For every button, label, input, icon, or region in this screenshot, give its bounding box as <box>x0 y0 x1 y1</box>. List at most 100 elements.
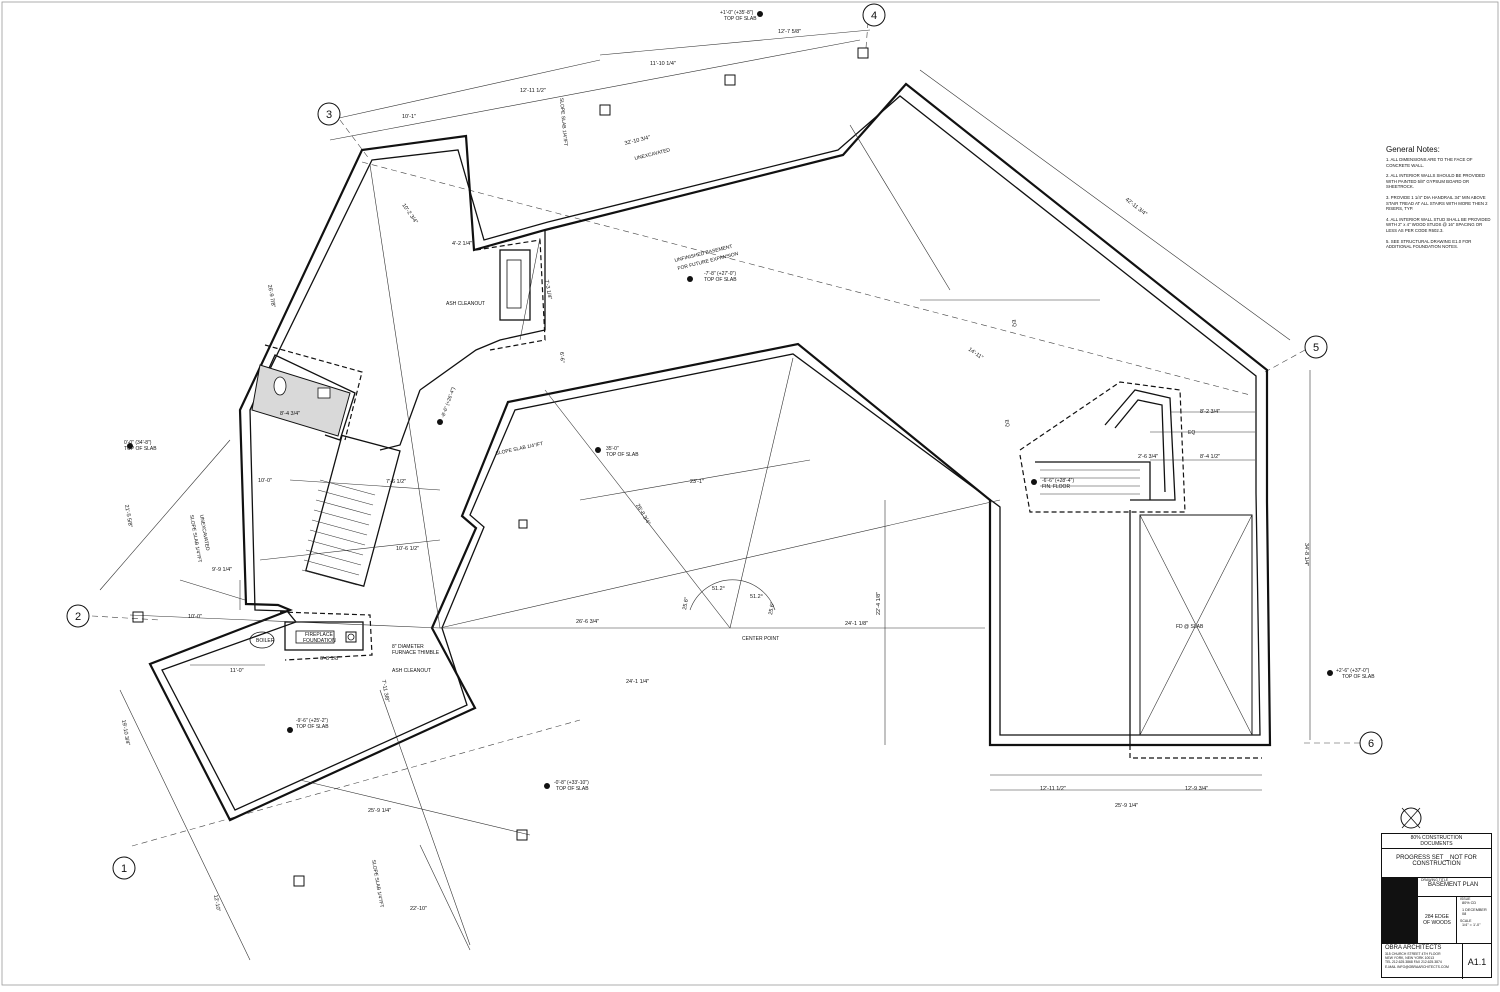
svg-text:SLOPE SLAB 1/4"/FT: SLOPE SLAB 1/4"/FT <box>558 98 568 147</box>
note-item: 4. ALL INTERIOR WALL STUD SHALL BE PROVI… <box>1386 216 1491 233</box>
svg-text:FD @ SLAB: FD @ SLAB <box>1176 624 1204 630</box>
svg-text:32'-10 3/4": 32'-10 3/4" <box>624 135 651 147</box>
grid-bubble-3: 3 <box>317 102 341 126</box>
svg-text:3: 3 <box>326 109 332 121</box>
svg-text:22'-10": 22'-10" <box>410 906 427 912</box>
svg-text:19'-10 3/4": 19'-10 3/4" <box>120 719 130 746</box>
issue-label: ISSUE <box>1460 897 1471 901</box>
svg-text:25'-9 1/4": 25'-9 1/4" <box>1115 803 1138 809</box>
svg-text:1: 1 <box>121 863 127 875</box>
svg-text:BOILER: BOILER <box>256 638 275 644</box>
scale-value: 1/4" = 1'-0" <box>1462 923 1481 927</box>
svg-text:FIN. FLOOR: FIN. FLOOR <box>1042 484 1070 490</box>
svg-text:11'-10 1/4": 11'-10 1/4" <box>650 61 676 67</box>
svg-text:TOP OF SLAB: TOP OF SLAB <box>124 446 157 452</box>
svg-text:ASH CLEANOUT: ASH CLEANOUT <box>392 668 431 674</box>
general-notes-heading: General Notes: <box>1386 145 1440 154</box>
svg-text:22'-4 1/8": 22'-4 1/8" <box>876 592 882 615</box>
svg-text:5: 5 <box>1313 342 1319 354</box>
svg-text:FOUNDATION: FOUNDATION <box>303 638 336 644</box>
svg-text:10'-0": 10'-0" <box>188 614 202 620</box>
svg-text:4'-2 1/4": 4'-2 1/4" <box>452 241 472 247</box>
svg-text:EQ: EQ <box>1188 430 1195 436</box>
svg-text:10'-1": 10'-1" <box>402 114 416 120</box>
svg-text:25'-9 1/4": 25'-9 1/4" <box>368 808 391 814</box>
note-item: 2. ALL INTERIOR WALLS SHOULD BE PROVIDED… <box>1386 173 1486 190</box>
sheet-number: A1.1 <box>1462 944 1491 979</box>
svg-text:-0'-8" (+33'-10"): -0'-8" (+33'-10") <box>554 780 589 786</box>
svg-text:2'-6 3/4": 2'-6 3/4" <box>1138 454 1158 460</box>
issue-value: 80% CD <box>1462 901 1477 905</box>
svg-text:-8'-6" (+26'-4"): -8'-6" (+26'-4") <box>440 386 457 418</box>
svg-text:4: 4 <box>871 10 877 22</box>
svg-text:2: 2 <box>75 611 81 623</box>
svg-text:6'-6": 6'-6" <box>558 352 565 363</box>
svg-text:21'-5 5/8": 21'-5 5/8" <box>123 504 133 528</box>
firm-phone: TEL 212.625.3868 FAX 212.625.3874 <box>1385 960 1442 965</box>
svg-text:26'-8 3/4": 26'-8 3/4" <box>634 503 651 526</box>
svg-text:6: 6 <box>1368 738 1374 750</box>
grid-lines <box>91 21 1360 847</box>
svg-text:TOP OF SLAB: TOP OF SLAB <box>1342 674 1375 680</box>
svg-text:-7'-8" (+27'-0"): -7'-8" (+27'-0") <box>704 271 736 277</box>
svg-text:TOP OF SLAB: TOP OF SLAB <box>704 277 737 283</box>
firm-address: NEW YORK, NEW YORK 10013 <box>1385 956 1435 961</box>
svg-text:8'-4 1/2": 8'-4 1/2" <box>1200 454 1220 460</box>
svg-text:TOP OF SLAB: TOP OF SLAB <box>296 724 329 730</box>
dashed-outlines <box>264 239 1262 759</box>
foundation-walls <box>148 82 1272 822</box>
svg-text:10'-0": 10'-0" <box>258 478 272 484</box>
svg-text:12'-7 5/8": 12'-7 5/8" <box>778 29 801 35</box>
phase-line-2: DOCUMENTS <box>1420 841 1453 847</box>
progress-line-1: PROGRESS SET _ NOT FOR <box>1396 855 1477 861</box>
drawing-title-row: DRAWING TITLE BASEMENT PLAN <box>1382 878 1491 897</box>
phase-box: 80% CONSTRUCTION DOCUMENTS <box>1382 834 1491 849</box>
svg-text:-9'-6" (+25'-2"): -9'-6" (+25'-2") <box>296 718 328 724</box>
construction-lines <box>99 29 1311 961</box>
svg-text:23'-1": 23'-1" <box>690 479 704 485</box>
title-block: 80% CONSTRUCTION DOCUMENTS PROGRESS SET … <box>1381 833 1492 979</box>
svg-text:CENTER POINT: CENTER POINT <box>742 636 779 642</box>
note-item: 3. PROVIDE 1 1/4" DIA HANDRAIL 34" MIN A… <box>1386 194 1488 212</box>
svg-text:42'-11 3/4": 42'-11 3/4" <box>1124 197 1148 218</box>
svg-text:TOP OF SLAB: TOP OF SLAB <box>556 786 589 792</box>
grid-bubble-2: 2 <box>66 604 90 628</box>
svg-text:8'-2 3/4": 8'-2 3/4" <box>1200 409 1220 415</box>
grid-bubble-5: 5 <box>1304 335 1328 359</box>
drawing-title: BASEMENT PLAN <box>1428 882 1479 888</box>
svg-text:10'-6 1/2": 10'-6 1/2" <box>396 546 419 552</box>
firm-email: E-MAIL INFO@OBRAARCHITECTS.COM <box>1385 964 1449 969</box>
svg-text:10'-2 3/4": 10'-2 3/4" <box>400 203 418 225</box>
svg-text:51.2°: 51.2° <box>712 586 725 592</box>
svg-text:0'-0" (34'-8"): 0'-0" (34'-8") <box>124 440 152 446</box>
general-notes: General Notes: 1. ALL DIMENSIONS ARE TO … <box>1386 145 1491 255</box>
svg-text:6'-8 1/8": 6'-8 1/8" <box>320 656 340 662</box>
phase-line-1: 80% CONSTRUCTION <box>1410 835 1463 841</box>
firm-address: 315 CHURCH STREET 4TH FLOOR <box>1385 952 1441 956</box>
svg-text:35'-0": 35'-0" <box>606 446 619 452</box>
progress-box: PROGRESS SET _ NOT FOR CONSTRUCTION <box>1382 849 1491 878</box>
svg-text:12'-9 3/4": 12'-9 3/4" <box>1185 786 1208 792</box>
firm-name: OBRA ARCHITECTS <box>1385 945 1442 951</box>
svg-text:25.6°: 25.6° <box>768 602 776 616</box>
svg-text:EQ: EQ <box>1010 319 1017 327</box>
svg-text:26'-6 3/4": 26'-6 3/4" <box>576 619 599 625</box>
svg-text:+2'-6" (+37'-0"): +2'-6" (+37'-0") <box>1336 668 1370 674</box>
svg-text:UNEXCAVATED: UNEXCAVATED <box>634 147 671 162</box>
svg-text:24'-1 1/4": 24'-1 1/4" <box>626 679 649 685</box>
svg-text:SLOPE SLAB 1/4"/FT: SLOPE SLAB 1/4"/FT <box>495 441 544 457</box>
north-arrow-icon <box>1400 807 1422 829</box>
note-item: 5. SEE STRUCTURAL DRAWING E1.0 FOR ADDIT… <box>1386 238 1472 250</box>
corner-markers <box>132 47 869 887</box>
issue-date: 1 DECEMBER 08 <box>1462 908 1487 916</box>
svg-text:8" DIAMETER: 8" DIAMETER <box>392 644 424 650</box>
svg-text:TOP OF SLAB: TOP OF SLAB <box>724 16 757 22</box>
dimension-labels: 12'-7 5/8" 11'-10 1/4" 12'-11 1/2" 10'-1… <box>120 29 1309 912</box>
svg-text:ASH CLEANOUT: ASH CLEANOUT <box>446 301 485 307</box>
project-row: 284 EDGE OF WOODS ISSUE 80% CD 1 DECEMBE… <box>1382 897 1491 944</box>
svg-text:34'-8 1/4": 34'-8 1/4" <box>1303 543 1309 566</box>
svg-text:8'-4 3/4": 8'-4 3/4" <box>280 411 300 417</box>
